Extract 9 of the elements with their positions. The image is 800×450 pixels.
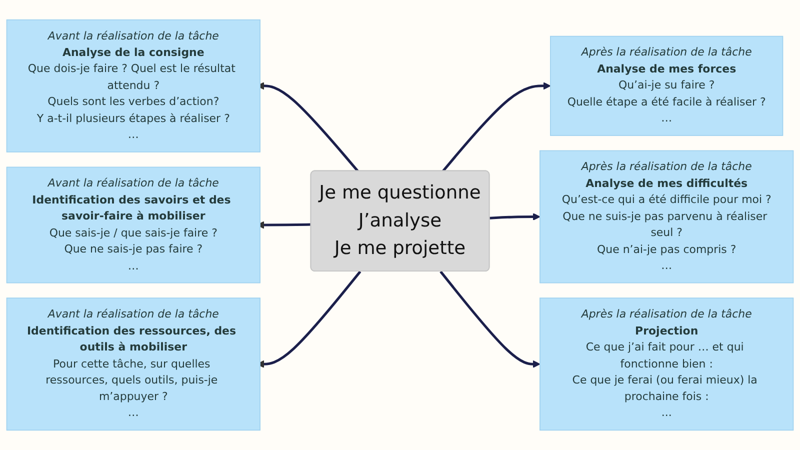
node-box: Avant la réalisation de la tâche Identification des savoirs et des savoir-faire à mobiliser Que sais-je / que sais-je faire ? Que ne sais-je pas faire ? … <box>6 166 260 284</box>
node-box: Après la réalisation de la tâche Analyse de mes difficultés Qu’est-ce qui a été difficile pour moi ? Que ne suis-je pas parvenu à réaliser seul ? Que n’ai-je pas compris ? … <box>540 150 794 284</box>
node-box: Avant la réalisation de la tâche Analyse de la consigne Que dois-je faire ? Quel est le résultat attendu ? Quels sont les verbes d’action? Y a-t-il plusieurs étapes à réaliser ? … <box>6 19 260 152</box>
arrow <box>442 82 551 172</box>
node-box: Avant la réalisation de la tâche Identification des ressources, des outils à mobiliser Pour cette tâche, sur quelles ressources, quels outils, puis-je m’appuyer ? … <box>6 298 260 431</box>
node-box: Après la réalisation de la tâche Projection Ce que j’ai fait pour … et qui fonctionne bien : Ce que je ferai (ou ferai mieux) la prochaine fois : ... <box>540 298 794 431</box>
node-box: Après la réalisation de la tâche Analyse de mes forces Qu’ai-je su faire ? Quelle étape a été facile à réaliser ? … <box>550 36 784 136</box>
arrow <box>490 213 540 220</box>
arrow <box>440 270 540 368</box>
